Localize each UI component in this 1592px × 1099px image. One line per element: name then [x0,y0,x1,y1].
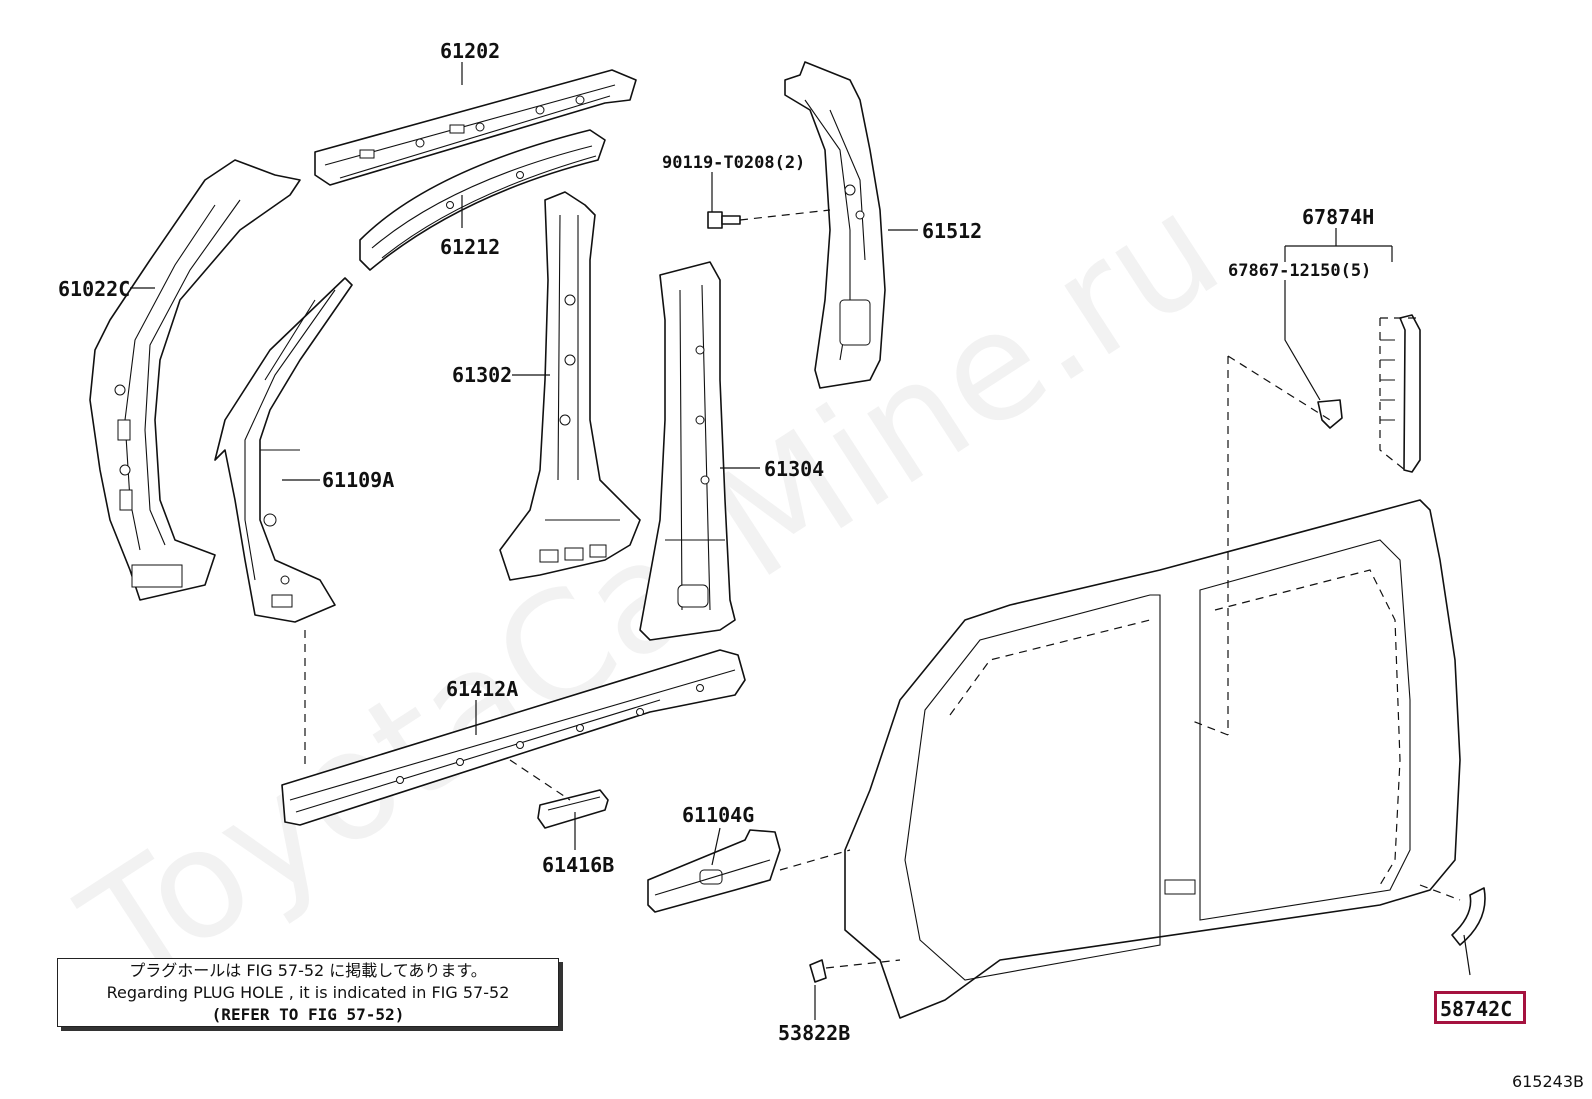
part-61104g-reinforcement[interactable] [647,829,781,913]
note-line-refer: (REFER TO FIG 57-52) [211,1005,405,1024]
part-61202-roof-rail[interactable] [314,69,637,186]
highlight-58742c[interactable] [1434,991,1526,1024]
figure-code: 615243B [1511,1072,1584,1091]
part-67867-clip[interactable] [1317,399,1343,429]
part-61512-quarter-pillar[interactable] [784,61,886,389]
part-90119-bolt[interactable] [707,211,741,229]
label-61212: 61212 [440,235,500,259]
note-line-en: Regarding PLUG HOLE , it is indicated in… [106,983,510,1002]
leader-lines [130,62,1471,1020]
label-61109a: 61109A [322,468,394,492]
part-61109a-front-pillar-inner[interactable] [214,277,353,623]
part-58742c-seal[interactable] [1451,887,1486,946]
part-61022c-front-pillar[interactable] [89,159,301,601]
label-61412a: 61412A [446,677,518,701]
note-line-jp: プラグホールは FIG 57-52 に掲載してあります。 [129,961,487,980]
label-61104g: 61104G [682,803,754,827]
part-53822b-clip[interactable] [809,959,827,983]
label-61302: 61302 [452,363,512,387]
label-67874h: 67874H [1302,205,1374,229]
label-61416b: 61416B [542,853,614,877]
part-side-panel-outer [844,499,1461,1019]
label-61512: 61512 [922,219,982,243]
part-67874h-molding[interactable] [1379,314,1421,473]
part-61416b-bracket[interactable] [537,789,609,829]
label-90119: 90119-T0208(2) [662,153,805,173]
plug-hole-note: プラグホールは FIG 57-52 に掲載してあります。 Regarding P… [57,958,559,1027]
label-58742c[interactable]: 58742C [1440,997,1512,1021]
part-61212-roof-rail-inner[interactable] [359,129,606,271]
part-61302-center-pillar[interactable] [499,191,641,581]
label-61022c: 61022C [58,277,130,301]
label-61304: 61304 [764,457,824,481]
part-61412a-rocker-panel[interactable] [281,649,746,826]
part-61304-center-pillar-outer[interactable] [639,261,736,641]
label-53822b: 53822B [778,1021,850,1045]
label-67867: 67867-12150(5) [1228,261,1371,281]
label-61202: 61202 [440,39,500,63]
